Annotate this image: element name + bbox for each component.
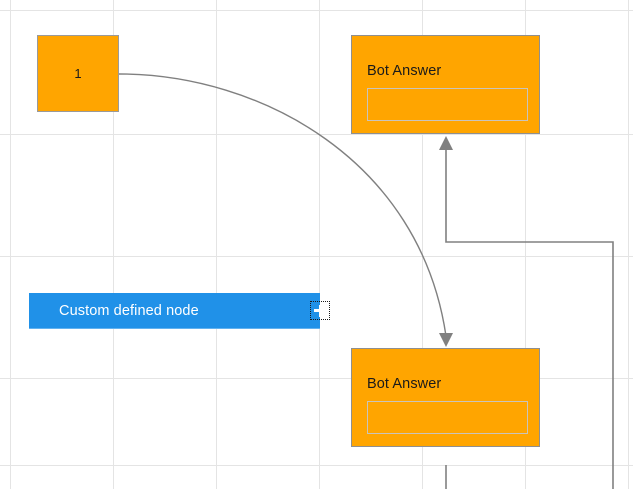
bot-answer-bottom-title: Bot Answer bbox=[367, 376, 442, 392]
bot-answer-top-slot[interactable] bbox=[367, 88, 528, 121]
bot-answer-top-title: Bot Answer bbox=[367, 63, 442, 79]
grid-line-vertical bbox=[319, 0, 320, 489]
grid-line-horizontal bbox=[0, 10, 633, 11]
grid-line-vertical bbox=[628, 0, 629, 489]
arrowhead-down-icon bbox=[439, 333, 453, 347]
node-start[interactable]: 1 bbox=[37, 35, 119, 112]
grid-line-vertical bbox=[10, 0, 11, 489]
grid-line-vertical bbox=[216, 0, 217, 489]
node-bot-answer-top[interactable]: Bot Answer bbox=[351, 35, 540, 134]
grid-line-horizontal bbox=[0, 465, 633, 466]
custom-defined-node-label: Custom defined node bbox=[59, 302, 199, 319]
bot-answer-bottom-slot[interactable] bbox=[367, 401, 528, 434]
node-custom-defined[interactable]: Custom defined node bbox=[29, 293, 330, 328]
arrowhead-up-icon bbox=[439, 136, 453, 150]
grid-line-horizontal bbox=[0, 134, 633, 135]
plus-glyph-icon bbox=[314, 304, 326, 317]
grid-line-horizontal bbox=[0, 256, 633, 257]
node-start-label: 1 bbox=[74, 66, 82, 81]
node-bot-answer-bottom[interactable]: Bot Answer bbox=[351, 348, 540, 447]
plus-icon[interactable] bbox=[310, 301, 330, 320]
